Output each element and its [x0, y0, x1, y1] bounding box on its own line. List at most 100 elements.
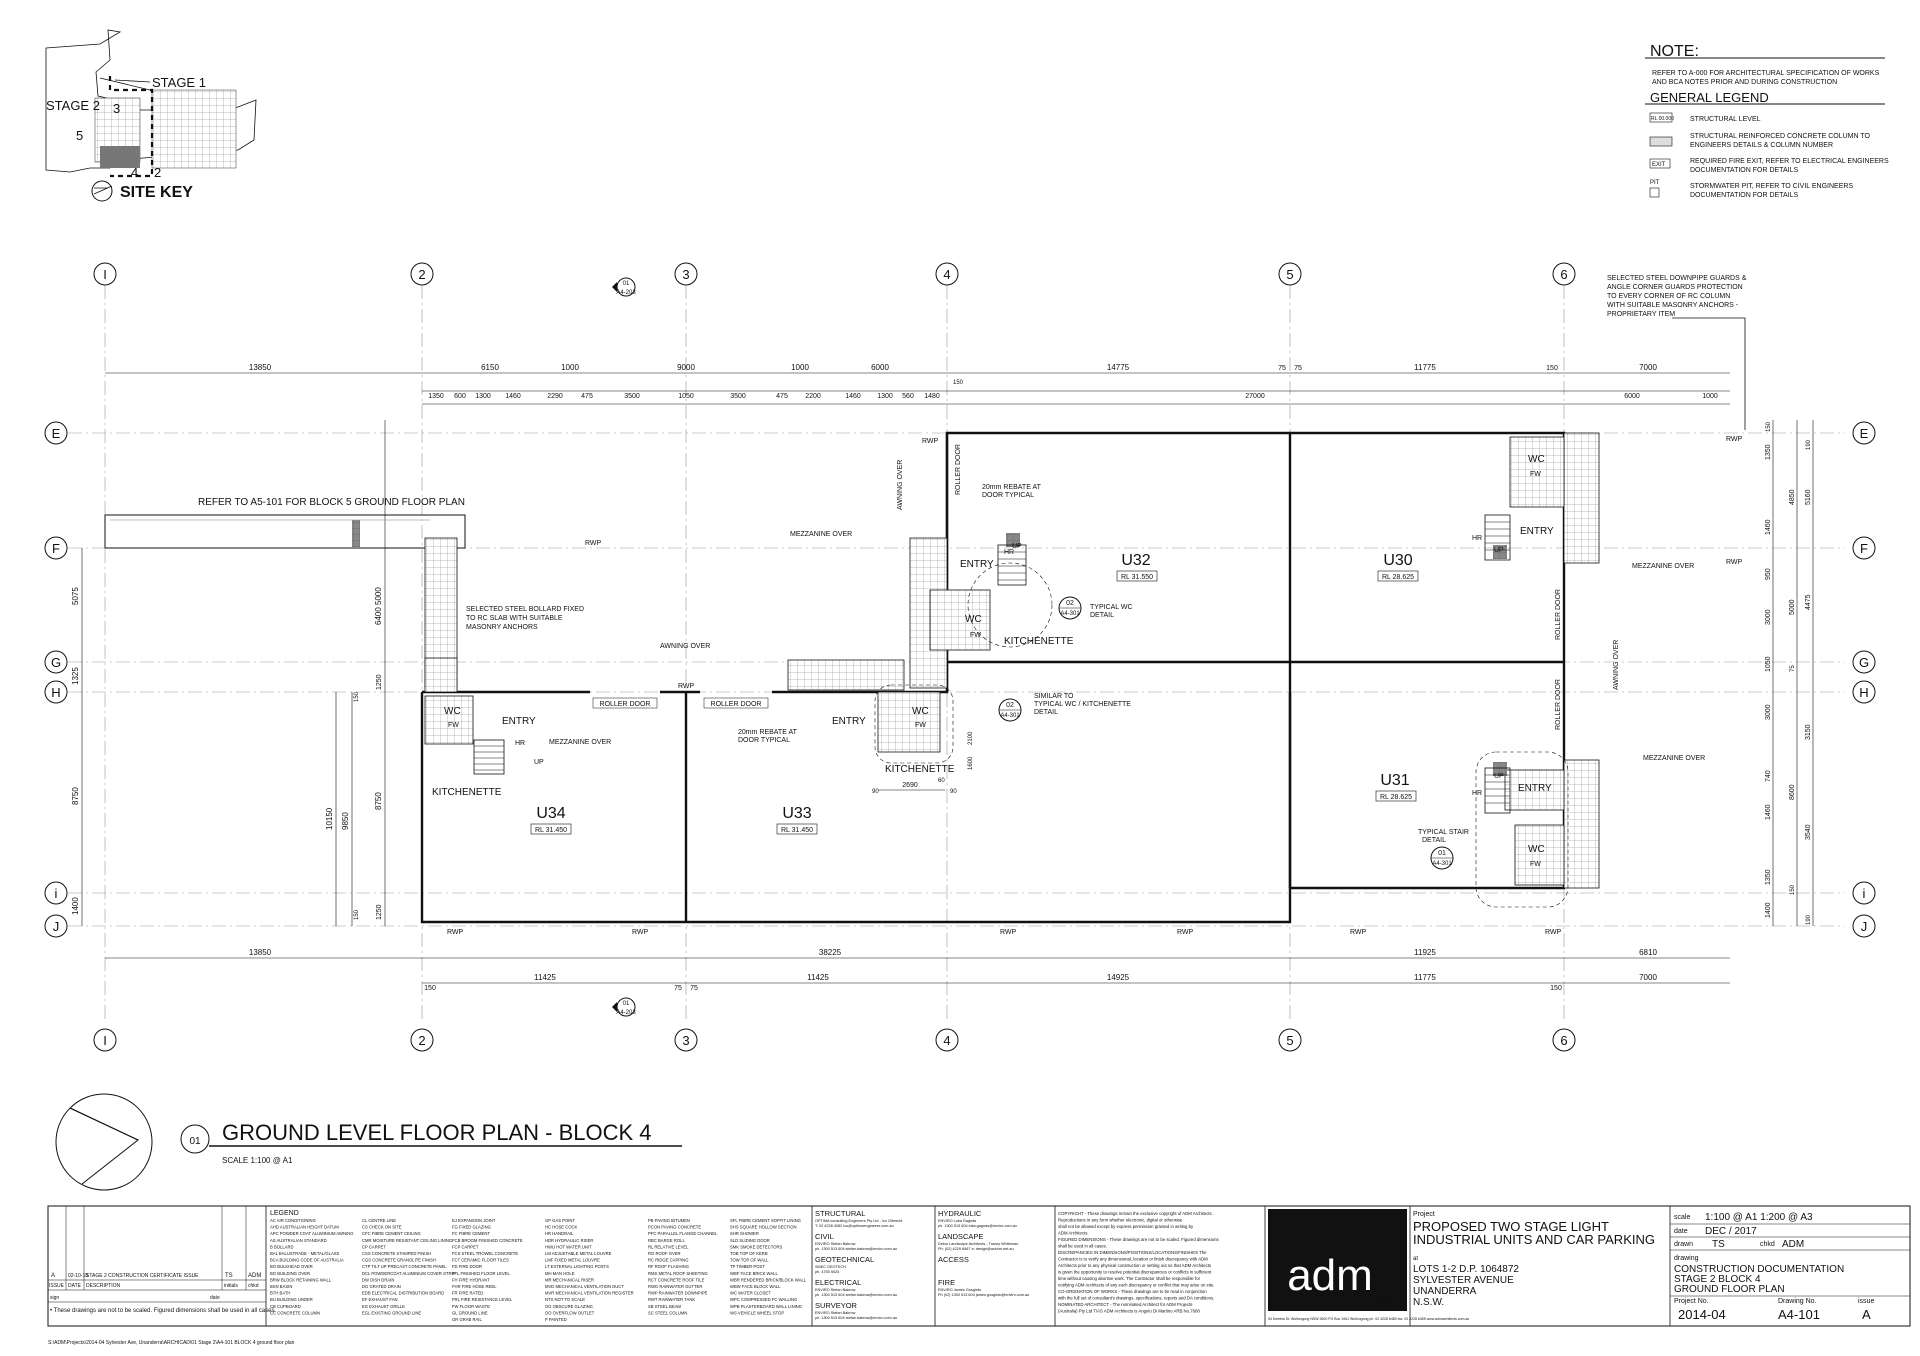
- stairs: [473, 514, 1511, 814]
- consultant-contact: ph. 1300 513 604 luka.gagnas@enviro.com.…: [938, 1224, 1017, 1228]
- wc-label: WC: [912, 706, 929, 717]
- dim-text: 5160: [1805, 489, 1812, 505]
- abbr-entry: WBF FACE BRICK WALL: [730, 1271, 778, 1276]
- grid-row-label: i: [55, 886, 58, 901]
- dim-text: 1250: [376, 674, 383, 690]
- grid-bubble: [44, 650, 68, 674]
- awning-label: AWNING OVER: [1613, 640, 1620, 690]
- dim-text: 150: [354, 691, 360, 702]
- abbr-entry: CSS CONCRETE STAMPED FINISH: [362, 1251, 431, 1256]
- similar-note: SIMILAR TO: [1034, 693, 1074, 700]
- abbr-entry: AHD AUSTRALIAN HEIGHT DATUM: [270, 1225, 339, 1230]
- note-line2: AND BCA NOTES PRIOR AND DURING CONSTRUCT…: [1652, 79, 1837, 86]
- grid-bubble: [935, 1028, 959, 1052]
- drawing-desc: GROUND FLOOR PLAN: [1674, 1284, 1785, 1295]
- scale-disclaimer: • These drawings are not to be scaled. F…: [50, 1308, 276, 1314]
- grid-col-label: 4: [943, 267, 950, 282]
- north-arrow-icon: [55, 1093, 153, 1191]
- dim-text: 6400 5000: [374, 587, 383, 625]
- grid-col-label: 4: [943, 1033, 950, 1048]
- abbr-entry: WC WATER CLOSET: [730, 1291, 771, 1296]
- grid-col-label: 3: [682, 267, 689, 282]
- roller-door-label: ROLLER DOOR: [600, 701, 651, 708]
- legend-sym-exit: EXIT: [1652, 162, 1666, 168]
- rwp-label: RWP: [922, 438, 939, 445]
- abbr-entry: PFC PARALLEL FLANGE CHANNEL: [648, 1231, 718, 1236]
- rev-header: ISSUE: [49, 1283, 65, 1289]
- dim-text: 14775: [1107, 363, 1130, 372]
- abbr-entry: FCS STEEL TROWEL CONCRETE: [452, 1251, 518, 1256]
- rwp-label: RWP: [585, 540, 602, 547]
- dim-text: 7000: [1639, 363, 1657, 372]
- consultant-firm: ENVIRO Stefan Bakrow: [815, 1242, 856, 1246]
- up-label: UP: [1494, 773, 1504, 780]
- section-sheet: A4-203: [616, 290, 636, 296]
- abbr-entry: PCON PAVING CONCRETE: [648, 1225, 701, 1230]
- abbr-entry: P PAINTED: [545, 1317, 567, 1322]
- grid-bubble: [1552, 1028, 1576, 1052]
- grid-col-label: 2: [418, 267, 425, 282]
- sheet-date: DEC / 2017: [1705, 1226, 1757, 1237]
- dim-text: 150: [424, 985, 436, 992]
- consultant-firm: SMEC GEOTECH: [815, 1265, 846, 1269]
- abbr-entry: NTS NOT TO SCALE: [545, 1297, 585, 1302]
- grid-row-label: E: [52, 426, 61, 441]
- abbr-entry: SLD SLIDING DOOR: [730, 1238, 770, 1243]
- unit-rl: RL 31.450: [781, 827, 813, 834]
- grid-bubble: [93, 262, 117, 286]
- drawing-no: A4-101: [1778, 1307, 1820, 1322]
- grid-bubble: [44, 536, 68, 560]
- bollard-note: TO RC SLAB WITH SUITABLE: [466, 615, 563, 622]
- dim-text: 1050: [1765, 656, 1772, 672]
- consultant-contact: ph. 1300 513 604 stefan.bakrow@enviro.co…: [815, 1293, 897, 1297]
- dim-text: 27000: [1245, 393, 1265, 400]
- copyright-line: with the full set of consultant's drawin…: [1058, 1296, 1214, 1301]
- drawing-no-label: Drawing No.: [1778, 1298, 1817, 1305]
- grid-bubble: [44, 881, 68, 905]
- abbr-entry: GL GROUND LINE: [452, 1310, 488, 1315]
- dim-text: 190: [1806, 914, 1812, 925]
- abbr-entry: EF EXHAUST FAN: [362, 1297, 398, 1302]
- dimensions-bottom: 13850 38225 11925 6810 11425 75 75 11425…: [105, 948, 1730, 992]
- abbr-entry: HR HANDRAIL: [545, 1231, 574, 1236]
- abbr-entry: SB STEEL BEAM: [648, 1304, 681, 1309]
- dim-text: 1400: [1765, 902, 1772, 918]
- copyright-line: CO-ORDINATION OF WORKS - These drawings …: [1058, 1289, 1207, 1294]
- dim-text: 600: [454, 393, 466, 400]
- logo-sub: ARCHITECTS: [1375, 1300, 1408, 1306]
- consultant-role: HYDRAULIC: [938, 1209, 982, 1218]
- chkd-label: chkd: [1760, 1241, 1775, 1248]
- refer-a5-label: REFER TO A5-101 FOR BLOCK 5 GROUND FLOOR…: [198, 497, 465, 508]
- abbr-entry: MH MAN HOLE: [545, 1271, 575, 1276]
- typical-stair-note: DETAIL: [1422, 837, 1446, 844]
- copyright-line: notifying ADM Architects of any such dis…: [1058, 1283, 1214, 1288]
- dim-text: 3000: [1765, 704, 1772, 720]
- downpipe-note-1: SELECTED STEEL DOWNPIPE GUARDS &: [1607, 275, 1747, 282]
- detail-ref-num: 02: [1006, 702, 1014, 709]
- grid-bubble: [1852, 881, 1876, 905]
- consultant-firm: OPTIMA consulting Engineers Pty Ltd - Iv…: [815, 1219, 903, 1223]
- site-key: STAGE 1 STAGE 2 3 5 4 2 SITE KEY: [45, 29, 257, 202]
- abbr-entry: MVD MECHANICAL VENTILATION DUCT: [545, 1284, 624, 1289]
- dim-text: 1350: [1765, 869, 1772, 885]
- downpipe-note-5: PROPRIETARY ITEM: [1607, 311, 1675, 318]
- dim-text: 740: [1765, 770, 1772, 782]
- abbr-entry: OO OVERFLOW OUTLET: [545, 1310, 595, 1315]
- fw-label: FW: [970, 632, 981, 639]
- consultant-firm: ENVIRO Stefan Bakrow: [815, 1288, 856, 1292]
- dim-text: 6000: [871, 363, 889, 372]
- abbr-entry: SFL FIBRE CEMENT SOFFIT LINING: [730, 1218, 801, 1223]
- grid-bubble: [935, 262, 959, 286]
- dimensions-top: 13850 6150 1000 9000 1000 6000 14775 75 …: [105, 363, 1730, 405]
- title-block: A 02-10-18 STAGE 2 CONSTRUCTION CERTIFIC…: [47, 1205, 1911, 1327]
- dim-text: 6000: [1624, 393, 1640, 400]
- abbr-entry: CFC FIBRE CEMENT CEILING: [362, 1231, 421, 1236]
- consultant-role: STRUCTURAL: [815, 1209, 865, 1218]
- dim-text: 11775: [1414, 363, 1436, 372]
- abbr-entry: LMF FIXED METAL LOUVRE: [545, 1258, 600, 1263]
- dimensions-left: 5075 1325 8750 1400 10150 9850 8750 6400…: [71, 420, 386, 926]
- abbr-entry: RBC BARGE ROLL: [648, 1238, 685, 1243]
- dim-text: 60: [938, 778, 945, 784]
- dim-text: 150: [1790, 884, 1796, 895]
- notes-panel: NOTE: REFER TO A-000 FOR ARCHITECTURAL S…: [1645, 43, 1889, 199]
